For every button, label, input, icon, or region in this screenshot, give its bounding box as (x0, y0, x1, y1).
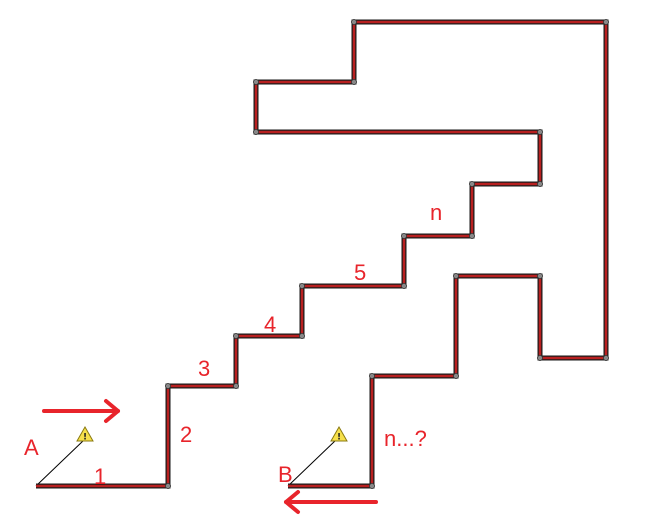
label-a: A (24, 435, 39, 460)
step-label-5: 5 (354, 260, 366, 285)
warning-icon: ! (330, 425, 348, 443)
left-staircase-path (36, 19, 609, 489)
step-label-unknown: n...? (384, 426, 427, 451)
svg-text:!: ! (83, 433, 87, 443)
step-label-2: 2 (180, 422, 192, 447)
leader-line-b (287, 439, 337, 487)
step-label-3: 3 (198, 356, 210, 381)
label-b: B (278, 462, 293, 487)
step-label-n: n (430, 200, 442, 225)
svg-text:!: ! (337, 433, 341, 443)
pipe-joints (164, 18, 610, 489)
step-label-1: 1 (94, 464, 106, 489)
leader-line-a (35, 439, 85, 487)
step-label-4: 4 (264, 312, 276, 337)
warning-icon: ! (76, 425, 94, 443)
arrow-right-icon (42, 399, 120, 423)
arrow-left-icon (284, 490, 378, 514)
